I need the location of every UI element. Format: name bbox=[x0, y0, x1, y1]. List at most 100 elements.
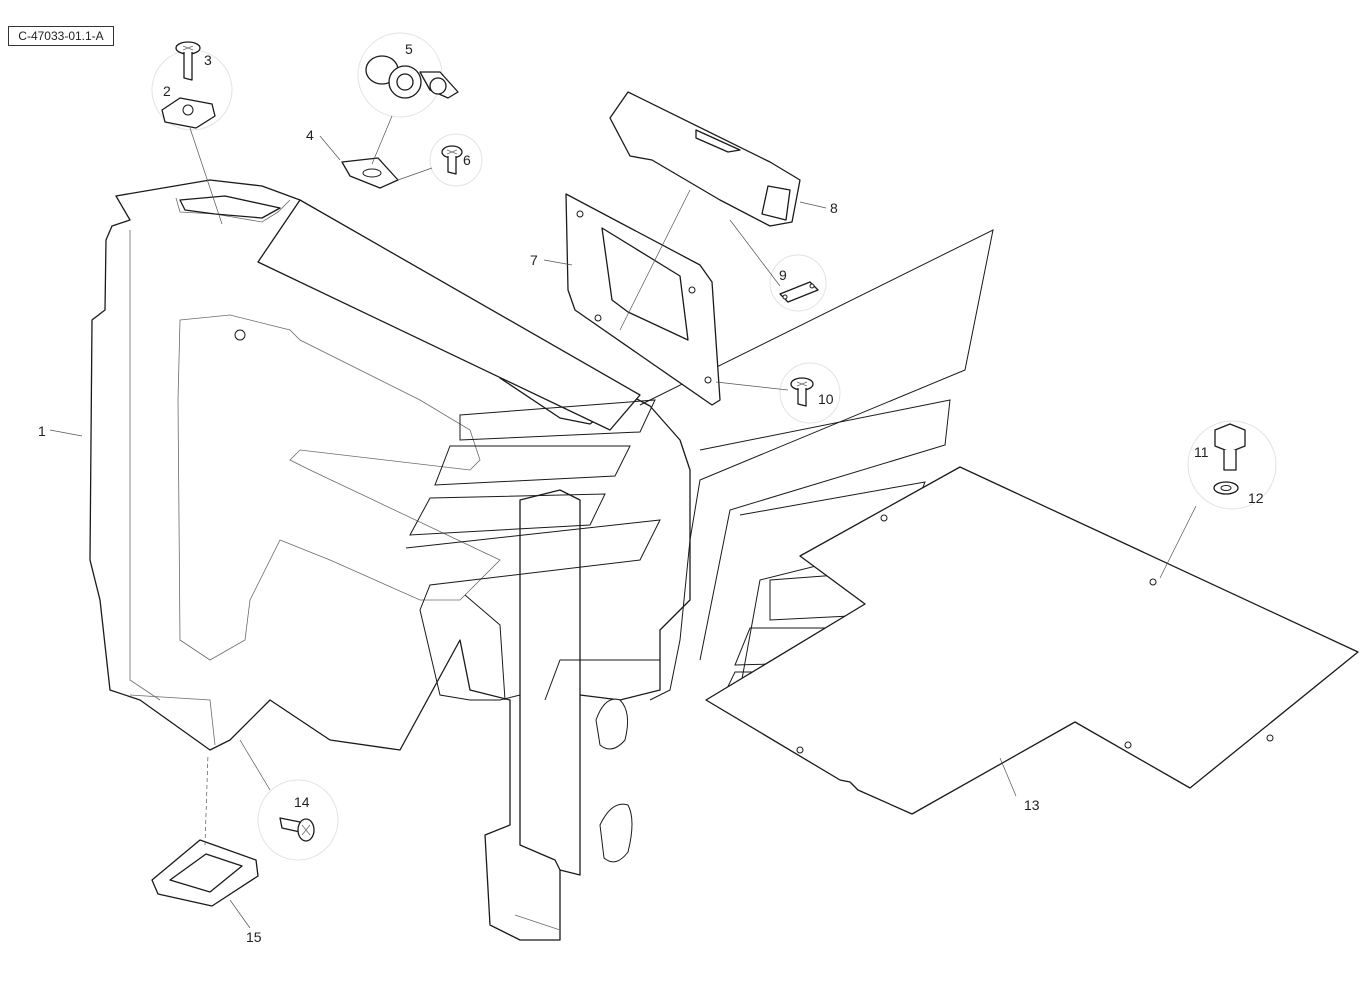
callout-5: 5 bbox=[405, 41, 413, 57]
leader-8 bbox=[799, 201, 827, 209]
bubble-screw-14 bbox=[257, 779, 339, 861]
callout-13: 13 bbox=[1024, 797, 1040, 813]
screw-6-cross bbox=[446, 149, 458, 155]
leader-2 bbox=[189, 127, 223, 225]
leader-11 bbox=[1159, 505, 1197, 579]
clip-hole-2 bbox=[809, 283, 815, 289]
leader-13 bbox=[999, 757, 1017, 797]
phantom-big-b bbox=[699, 399, 951, 661]
part-14-screw bbox=[279, 817, 315, 842]
part-10-screw bbox=[790, 377, 814, 407]
panel-1-front-post bbox=[519, 489, 581, 876]
leader-4 bbox=[319, 135, 341, 161]
leader-14 bbox=[239, 739, 271, 791]
bolt-11-shank bbox=[1223, 450, 1237, 471]
socket-opening bbox=[396, 73, 414, 91]
phantom-slat-3 bbox=[409, 493, 606, 536]
callout-8: 8 bbox=[830, 200, 838, 216]
part-13-floor-plate bbox=[705, 466, 1359, 815]
leader-6 bbox=[397, 167, 433, 181]
clip-nut-hole bbox=[182, 104, 194, 116]
callout-14: 14 bbox=[294, 794, 310, 810]
detail-bubbles bbox=[151, 32, 1277, 861]
cover-body bbox=[609, 91, 801, 227]
leader-15 bbox=[229, 899, 251, 929]
leader-lines bbox=[49, 115, 1197, 929]
plate-hole-1 bbox=[880, 514, 888, 522]
phantom-big-a bbox=[639, 229, 994, 701]
plate-hole-2 bbox=[1149, 578, 1157, 586]
phantom-slat-2 bbox=[434, 445, 631, 486]
callout-1: 1 bbox=[38, 423, 46, 439]
callout-12: 12 bbox=[1248, 490, 1264, 506]
screw-6-shank bbox=[447, 156, 457, 175]
leader-8-axis bbox=[619, 189, 691, 331]
part-2-clip-nut bbox=[161, 97, 216, 129]
screw-10-shank bbox=[797, 388, 807, 407]
diagram-reference-code: C-47033-01.1-A bbox=[8, 26, 114, 46]
part-12-washer bbox=[1213, 481, 1239, 495]
phantom-frame-b bbox=[464, 594, 506, 701]
plate-hole-4 bbox=[1124, 741, 1132, 749]
plate-hole-3 bbox=[1266, 734, 1274, 742]
bezel-hole-2 bbox=[688, 286, 696, 294]
cover-end-notch bbox=[761, 185, 791, 221]
part-5-power-socket bbox=[365, 55, 459, 99]
panel-1-top-flange bbox=[175, 197, 291, 223]
leader-7 bbox=[543, 259, 573, 266]
leader-10 bbox=[715, 381, 789, 391]
panel-1-inner-edge bbox=[129, 230, 161, 701]
callout-9: 9 bbox=[779, 267, 787, 283]
leader-5 bbox=[371, 115, 393, 165]
callout-2: 2 bbox=[163, 83, 171, 99]
screw-14-cross bbox=[301, 824, 311, 836]
phantom-base-line bbox=[544, 659, 660, 701]
gasket-hole bbox=[362, 168, 382, 178]
part-1-console-panel bbox=[89, 179, 691, 941]
phantom-frame-a bbox=[405, 519, 661, 701]
phantom-slat-1 bbox=[459, 399, 656, 441]
callout-11: 11 bbox=[1194, 444, 1209, 460]
callout-labels: 1 2 3 4 5 6 7 8 9 10 11 12 13 14 15 bbox=[38, 41, 1264, 945]
part-9-clip bbox=[779, 281, 819, 303]
panel-1-cover-strip bbox=[257, 199, 641, 431]
part-15-trim-ring bbox=[151, 839, 259, 907]
panel-1-bottom-foot-2 bbox=[514, 914, 561, 931]
bezel-window bbox=[601, 227, 689, 341]
part-6-screw bbox=[441, 145, 463, 175]
screw-10-cross bbox=[796, 381, 808, 387]
part-3-screw bbox=[175, 41, 201, 81]
panel-1-bottom-foot bbox=[129, 694, 216, 746]
screw-3-shank bbox=[183, 52, 193, 81]
ring-inner bbox=[169, 853, 243, 893]
washer-12-inner bbox=[1220, 485, 1232, 491]
part-7-bezel-frame bbox=[565, 193, 721, 406]
bubble-clip-9 bbox=[769, 254, 827, 312]
floor-plate-outline bbox=[705, 466, 1359, 815]
panel-1-recess bbox=[177, 314, 501, 661]
callout-15: 15 bbox=[246, 929, 262, 945]
callout-4: 4 bbox=[306, 127, 314, 143]
part-8-top-cover bbox=[609, 91, 801, 227]
bezel-hole-4 bbox=[704, 376, 712, 384]
leader-15-axis bbox=[204, 753, 209, 846]
panel-1-mount-hole bbox=[234, 329, 246, 341]
panel-1-top-slot bbox=[179, 195, 281, 219]
bezel-hole-3 bbox=[594, 314, 602, 322]
leader-9 bbox=[729, 219, 781, 287]
leader-1 bbox=[49, 429, 83, 437]
plate-hole-5 bbox=[796, 746, 804, 754]
part-4-gasket bbox=[341, 157, 399, 189]
callout-3: 3 bbox=[204, 52, 212, 68]
part-11-bolt bbox=[1214, 423, 1246, 471]
callout-6: 6 bbox=[463, 152, 471, 168]
panel-1-hole-lower bbox=[599, 803, 633, 863]
screw-3-cross bbox=[182, 45, 194, 51]
bezel-hole-1 bbox=[576, 210, 584, 218]
cover-slot bbox=[695, 129, 741, 153]
callout-10: 10 bbox=[818, 391, 834, 407]
socket-cap-round bbox=[429, 77, 447, 95]
panel-1-hole-upper bbox=[595, 698, 629, 750]
clip-hole-1 bbox=[782, 294, 788, 300]
